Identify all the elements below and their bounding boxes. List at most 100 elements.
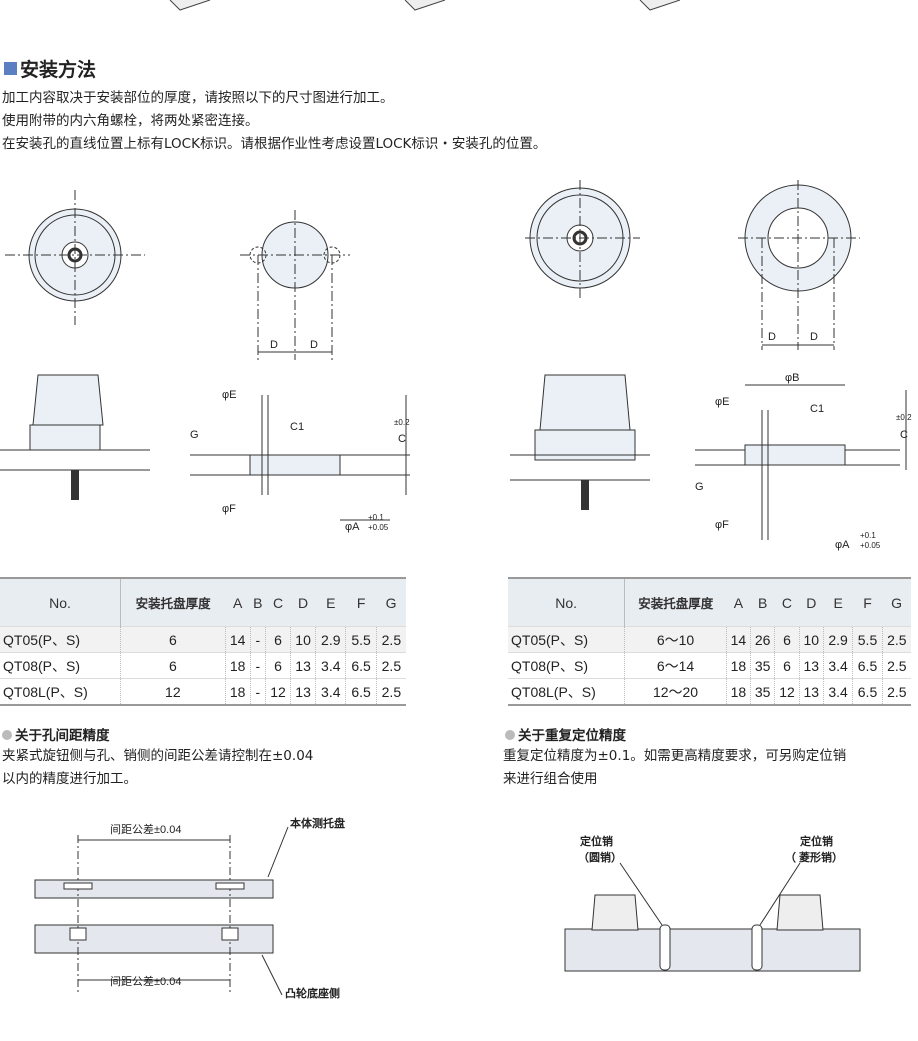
dim-D-right: D <box>310 339 318 351</box>
cell: 2.5 <box>375 678 406 705</box>
pitch-tolerance-drawing: 间距公差±0.04 间距公差±0.04 本体测托盘 凸轮底座侧 <box>34 816 345 1000</box>
cell: 13 <box>798 652 824 679</box>
cell: QT05(P、S) <box>0 626 121 653</box>
col-header: C <box>774 578 800 627</box>
bullet-circle-icon <box>2 730 12 740</box>
cell: 2.5 <box>375 626 406 653</box>
col-header: F <box>345 578 377 627</box>
right-note-title: 关于重复定位精度 <box>505 724 626 744</box>
cell: 3.4 <box>822 678 853 705</box>
cell: 6 <box>774 652 800 679</box>
pin-label-round: 定位销 <box>580 834 613 848</box>
right-dimension-drawing: φB D D φE C1 G C ±0.2 φF φA +0.1 +0.05 <box>510 180 912 551</box>
col-header: G <box>376 578 406 627</box>
cell: 6～14 <box>624 652 727 679</box>
cell: - <box>249 652 266 679</box>
cell: 18 <box>725 652 751 679</box>
dim-C: C <box>900 429 908 441</box>
text-line: 重复定位精度为±0.1。如需更高精度要求，可另购定位销 <box>503 748 847 764</box>
dim-phiA: φA <box>835 539 850 551</box>
cell: QT08(P、S) <box>0 652 121 679</box>
col-header: D <box>799 578 824 627</box>
cell: 18 <box>224 652 251 679</box>
cell: 2.9 <box>315 626 346 653</box>
cell: QT08(P、S) <box>508 652 625 679</box>
col-header: G <box>882 578 911 627</box>
dim-D-right: D <box>810 331 818 343</box>
cell: 2.5 <box>881 652 911 679</box>
cell: 13 <box>290 678 316 705</box>
col-header: E <box>823 578 853 627</box>
cell: 3.4 <box>822 652 853 679</box>
top-cropped-drawings <box>169 0 681 11</box>
col-header: B <box>750 578 775 627</box>
pin-label-diamond: 定位销 <box>800 834 833 848</box>
tol-A-lower: +0.05 <box>368 523 389 532</box>
cell: 14 <box>224 626 251 653</box>
dim-G: G <box>190 429 199 441</box>
col-header: F <box>852 578 883 627</box>
cell: 6.5 <box>852 652 883 679</box>
bullet-circle-icon <box>505 730 515 740</box>
cell: 10 <box>798 626 824 653</box>
dim-D-left: D <box>768 331 776 343</box>
col-header: 安装托盘厚度 <box>624 578 727 627</box>
pitch-tolerance-label-top: 间距公差±0.04 <box>110 822 181 836</box>
cell: 5.5 <box>852 626 883 653</box>
pitch-tolerance-label-bottom: 间距公差±0.04 <box>110 974 181 988</box>
dim-G: G <box>695 481 704 493</box>
callout-cam-base: 凸轮底座侧 <box>285 986 340 1000</box>
locating-pin-drawing: 定位销 （圆销） 定位销 （ 菱形销） <box>564 834 861 972</box>
dim-C1: C1 <box>290 421 304 433</box>
dim-D-left: D <box>270 339 278 351</box>
dim-phiB: φB <box>785 372 799 384</box>
cell: 2.5 <box>375 652 406 679</box>
cell: 6.5 <box>345 652 377 679</box>
bullet-square-icon <box>4 62 17 75</box>
cell: 13 <box>798 678 824 705</box>
col-header: A <box>225 578 251 627</box>
dim-phiE: φE <box>715 396 729 408</box>
cell: 5.5 <box>345 626 377 653</box>
cell: 2.9 <box>822 626 853 653</box>
left-note-text: 夹紧式旋钮侧与孔、销侧的间距公差请控制在±0.04 以内的精度进行加工。 <box>2 745 313 791</box>
cell: 18 <box>725 678 751 705</box>
dim-phiA: φA <box>345 521 360 533</box>
col-header: No. <box>508 578 626 627</box>
cell: QT05(P、S) <box>508 626 625 653</box>
cell: 12～20 <box>624 678 727 705</box>
instruction-line-3: 在安装孔的直线位置上标有LOCK标识。请根据作业性考虑设置LOCK标识・安装孔的… <box>2 136 547 152</box>
text-line: 以内的精度进行加工。 <box>2 771 137 787</box>
tol-A-upper: +0.1 <box>860 531 876 540</box>
section-title: 安装方法 <box>4 55 96 82</box>
tol-A-lower: +0.05 <box>860 541 881 550</box>
left-note-title: 关于孔间距精度 <box>2 724 110 744</box>
col-header: No. <box>0 578 122 627</box>
dim-phiF: φF <box>715 519 729 531</box>
tol-A-upper: +0.1 <box>368 513 384 522</box>
col-header: B <box>250 578 266 627</box>
text-line: 夹紧式旋钮侧与孔、销侧的间距公差请控制在±0.04 <box>2 748 314 764</box>
dim-C: C <box>398 433 406 445</box>
cell: 6 <box>264 652 291 679</box>
cell: 35 <box>750 678 775 705</box>
col-header: 安装托盘厚度 <box>120 578 226 627</box>
cell: 10 <box>290 626 316 653</box>
cell: 2.5 <box>881 678 911 705</box>
pin-label-round-sub: （圆销） <box>578 850 622 864</box>
dim-phiF: φF <box>222 503 236 515</box>
col-header: A <box>726 578 751 627</box>
instruction-line-1: 加工内容取决于安装部位的厚度，请按照以下的尺寸图进行加工。 <box>2 90 394 106</box>
cell: 14 <box>725 626 751 653</box>
cell: - <box>249 678 266 705</box>
dim-phiE: φE <box>222 389 236 401</box>
cell: 35 <box>750 652 775 679</box>
cell: QT08L(P、S) <box>0 678 121 705</box>
col-header: E <box>315 578 346 627</box>
